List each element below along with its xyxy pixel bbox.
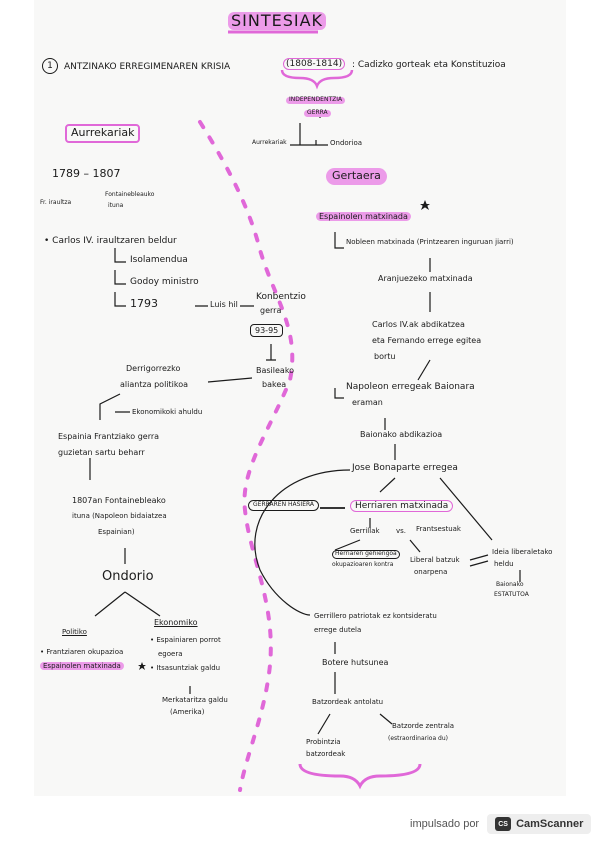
luis-killed: Luis hil: [210, 300, 238, 309]
herriaren-line2: okupazioaren kontra: [332, 561, 394, 568]
frantsestuak: Frantsestuak: [416, 525, 461, 533]
napoleon-line1: Napoleon erregeak Baionara: [346, 382, 475, 392]
fontainebleau-1807-line1: 1807an Fontainebleako: [72, 496, 166, 505]
gerrillero-line1: Gerrillero patriotak ez kontsideratu: [314, 612, 437, 620]
carlos-abdication-3: bortu: [374, 352, 396, 361]
camscanner-name: CamScanner: [516, 818, 584, 830]
baionako-estatutoa-2: ESTATUTOA: [494, 591, 529, 598]
probintzia-line1: Probintzia: [306, 738, 341, 746]
fontainebleau-line1: Fontainebleauko: [105, 191, 155, 198]
section-number: 1: [42, 58, 58, 74]
economic-1: • Espainiaren porrot: [150, 636, 221, 644]
politiko-label: Politiko: [62, 628, 87, 636]
botere-hutsunea: Botere hutsunea: [322, 658, 389, 667]
heading-text: ANTZINAKO ERREGIMENAREN KRISIA: [64, 62, 231, 72]
political-1: • Frantziaren okupazioa: [40, 648, 124, 656]
fontainebleau-1807-line3: Espainian): [98, 528, 135, 536]
war-years-box: 93-95: [250, 324, 284, 338]
economic-4: Merkataritza galdu: [162, 696, 228, 704]
heading-subtitle: : Cadizko gorteak eta Konstituzioa: [352, 60, 506, 70]
page-title: SINTESIAK: [228, 11, 327, 31]
espainia-line1: Espainia Frantziako gerra: [58, 432, 160, 441]
notebook-page: [34, 0, 566, 796]
heading-dates: (1808-1814): [283, 58, 346, 71]
godoy: Godoy ministro: [130, 277, 199, 287]
economic-2: egoera: [158, 650, 183, 658]
year-1793: 1793: [130, 297, 158, 310]
war-right: Ondorioa: [330, 139, 363, 147]
ideia-line1: Ideia liberaletako: [492, 548, 553, 556]
scanner-footer: impulsado por CS CamScanner: [410, 812, 592, 836]
derrigorrezko-line2: aliantza politikoa: [120, 380, 189, 389]
batzorde-zentrala-2: (estraordinarioa du): [388, 735, 448, 742]
economic-3: • Itsasuntziak galdu: [150, 664, 221, 672]
carlos-abdication-2: eta Fernando errege egitea: [372, 336, 482, 345]
left-dates: 1789 – 1807: [52, 167, 121, 180]
left-section-title: Aurrekariak: [65, 124, 141, 143]
jose-bonaparte: Jose Bonaparte erregea: [352, 463, 458, 473]
nobleen-matxinada: Nobleen matxinada (Printzearen inguruan …: [346, 238, 514, 246]
war-left: Aurrekariak: [252, 139, 287, 146]
fr-revolution: Fr. iraultza: [40, 199, 72, 206]
gerrillero-line2: errege dutela: [314, 626, 362, 634]
konbentzio-line2: gerra: [260, 306, 282, 315]
war-start-box: GERRAREN HASIERA: [248, 500, 320, 511]
napoleon-line2: eraman: [352, 398, 383, 407]
aranjuez: Aranjuezeko matxinada: [378, 274, 473, 283]
probintzia-line2: batzordeak: [306, 750, 346, 758]
herria-matxinada: Herriaren matxinada: [350, 500, 454, 513]
war-name-line2: GERRA: [304, 109, 331, 117]
espainolen-matxinada: Espainolen matxinada: [316, 212, 411, 222]
herriaren-line1: Herriaren gehiengoa: [332, 550, 400, 559]
camscanner-logo-icon: CS: [495, 817, 512, 831]
isolation: Isolamendua: [130, 255, 188, 265]
baionako-estatutoa-1: Baionako: [496, 581, 524, 588]
fontainebleau-line2: itunа: [108, 202, 124, 209]
right-section-title: Gertaera: [326, 168, 387, 185]
powered-by-label: impulsado por: [410, 818, 480, 830]
war-name-line1: INDEPENDENTZIA: [286, 96, 346, 104]
gerrillak: Gerrillak: [350, 527, 380, 535]
batzordeak-antolatu: Batzordeak antolatu: [312, 698, 384, 706]
basileako-line2: bakea: [262, 380, 287, 389]
liberal-line1: Liberal batzuk: [410, 556, 460, 564]
carlos-fear: • Carlos IV. iraultzaren beldur: [44, 236, 177, 246]
ekonomiko-label: Ekonomiko: [154, 618, 198, 627]
batzorde-zentrala-1: Batzorde zentrala: [392, 722, 455, 730]
espainia-line2: guzietan sartu beharr: [58, 448, 145, 457]
ondorio: Ondorio: [102, 569, 154, 584]
fontainebleau-1807-line2: ituna (Napoleon bidaiatzea: [72, 512, 167, 520]
ideia-line2: heldu: [494, 560, 514, 568]
versus: vs.: [396, 527, 407, 535]
konbentzio-line1: Konbentzio: [256, 292, 306, 302]
derrigorrezko-line1: Derrigorrezko: [126, 364, 181, 373]
carlos-abdication-1: Carlos IV.ak abdikatzea: [372, 320, 465, 329]
economic-5: (Amerika): [170, 708, 205, 716]
liberal-line2: onarpena: [414, 568, 448, 576]
camscanner-badge[interactable]: CS CamScanner: [487, 814, 592, 834]
ekonomikoki: Ekonomikoki ahuldu: [132, 408, 203, 416]
political-2: Espainolen matxinada: [40, 662, 124, 671]
baionako-abdication: Baionako abdikazioa: [360, 430, 443, 439]
basileako-line1: Basileako: [256, 366, 295, 375]
